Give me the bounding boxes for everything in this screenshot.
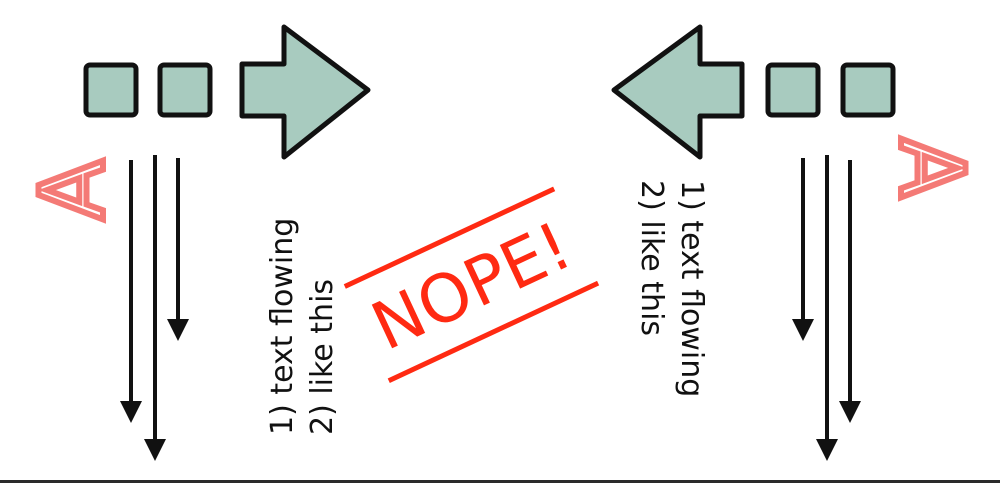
left-group: A 1) text flowing 2) like this	[18, 24, 371, 461]
right-block-1	[765, 62, 821, 118]
left-big-arrow-right	[239, 24, 371, 160]
left-block-1	[83, 62, 139, 118]
right-block-2	[840, 62, 896, 118]
right-rotated-letter-a: A	[880, 138, 983, 198]
left-line-2: 2) like this	[305, 279, 340, 435]
nope-top-line	[343, 186, 556, 289]
left-rotated-text: 1) text flowing 2) like this	[265, 218, 340, 435]
nope-bottom-line	[387, 280, 600, 383]
left-line-1: 1) text flowing	[265, 218, 300, 435]
right-line-1: 1) text flowing	[674, 180, 709, 397]
nope-stamp: NOPE!	[343, 186, 600, 383]
left-rotated-letter-a: A	[21, 160, 124, 220]
right-line-2: 2) like this	[634, 180, 669, 336]
right-group: A 1) text flowing 2) like this	[611, 24, 986, 461]
left-block-2	[157, 62, 213, 118]
right-rotated-text: 1) text flowing 2) like this	[634, 180, 709, 397]
bottom-divider	[0, 480, 1000, 483]
right-big-arrow-left	[611, 24, 745, 160]
